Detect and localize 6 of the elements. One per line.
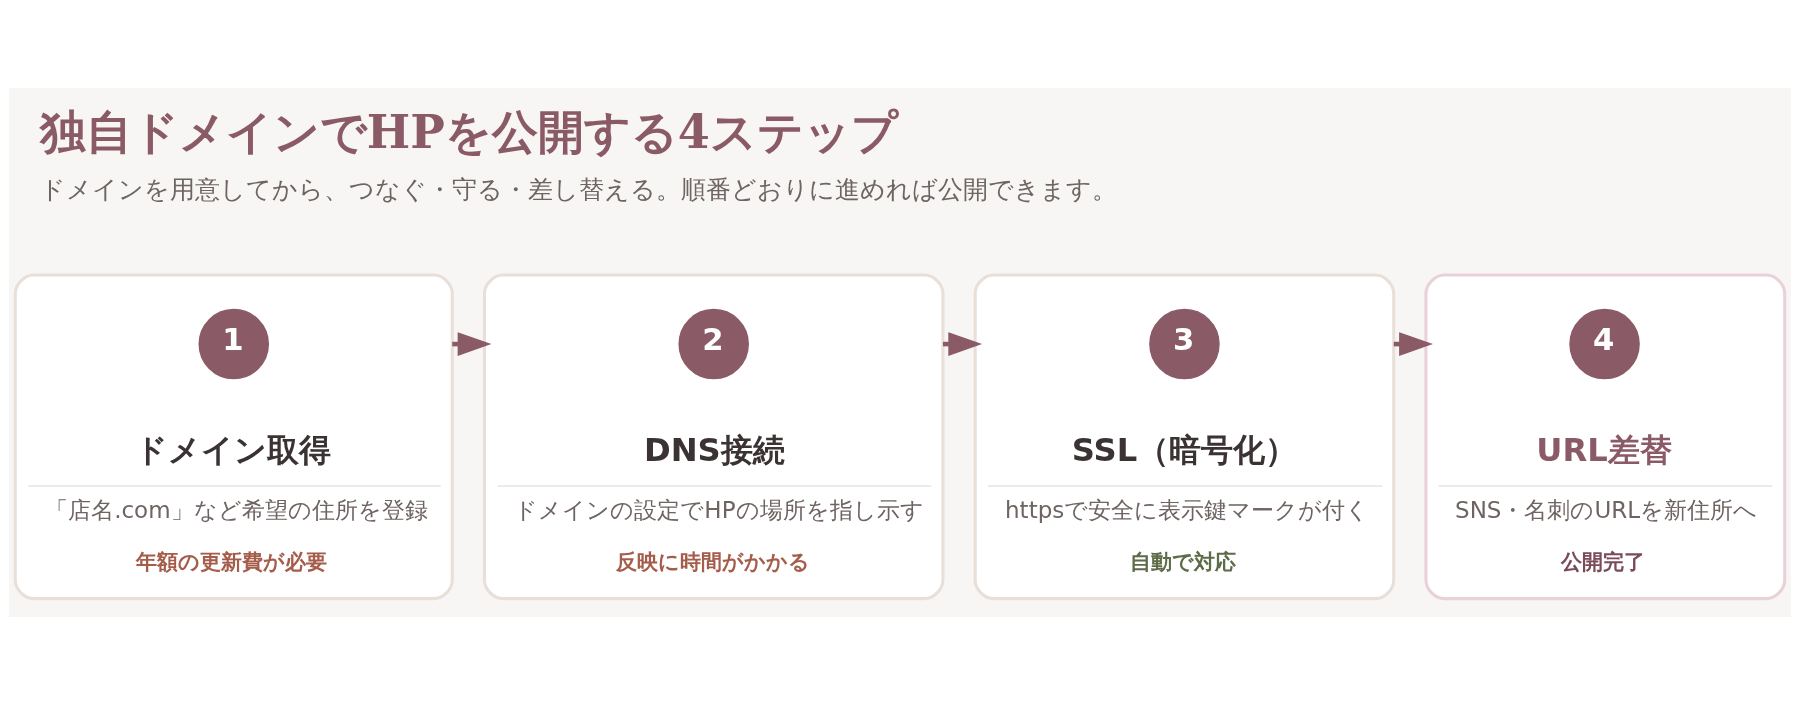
node-circle: 4 (1569, 308, 1640, 380)
node-circle: 3 (1149, 308, 1220, 380)
caption: ドメインを用意してから、つなぐ・守る・差し替える。順番どおりに進めれば公開できます。 (39, 175, 1117, 205)
node-circle: 2 (678, 308, 749, 380)
diagram-title: 独自ドメインでHPを公開する4ステップ (39, 104, 898, 159)
node-circle: 1 (198, 308, 270, 380)
